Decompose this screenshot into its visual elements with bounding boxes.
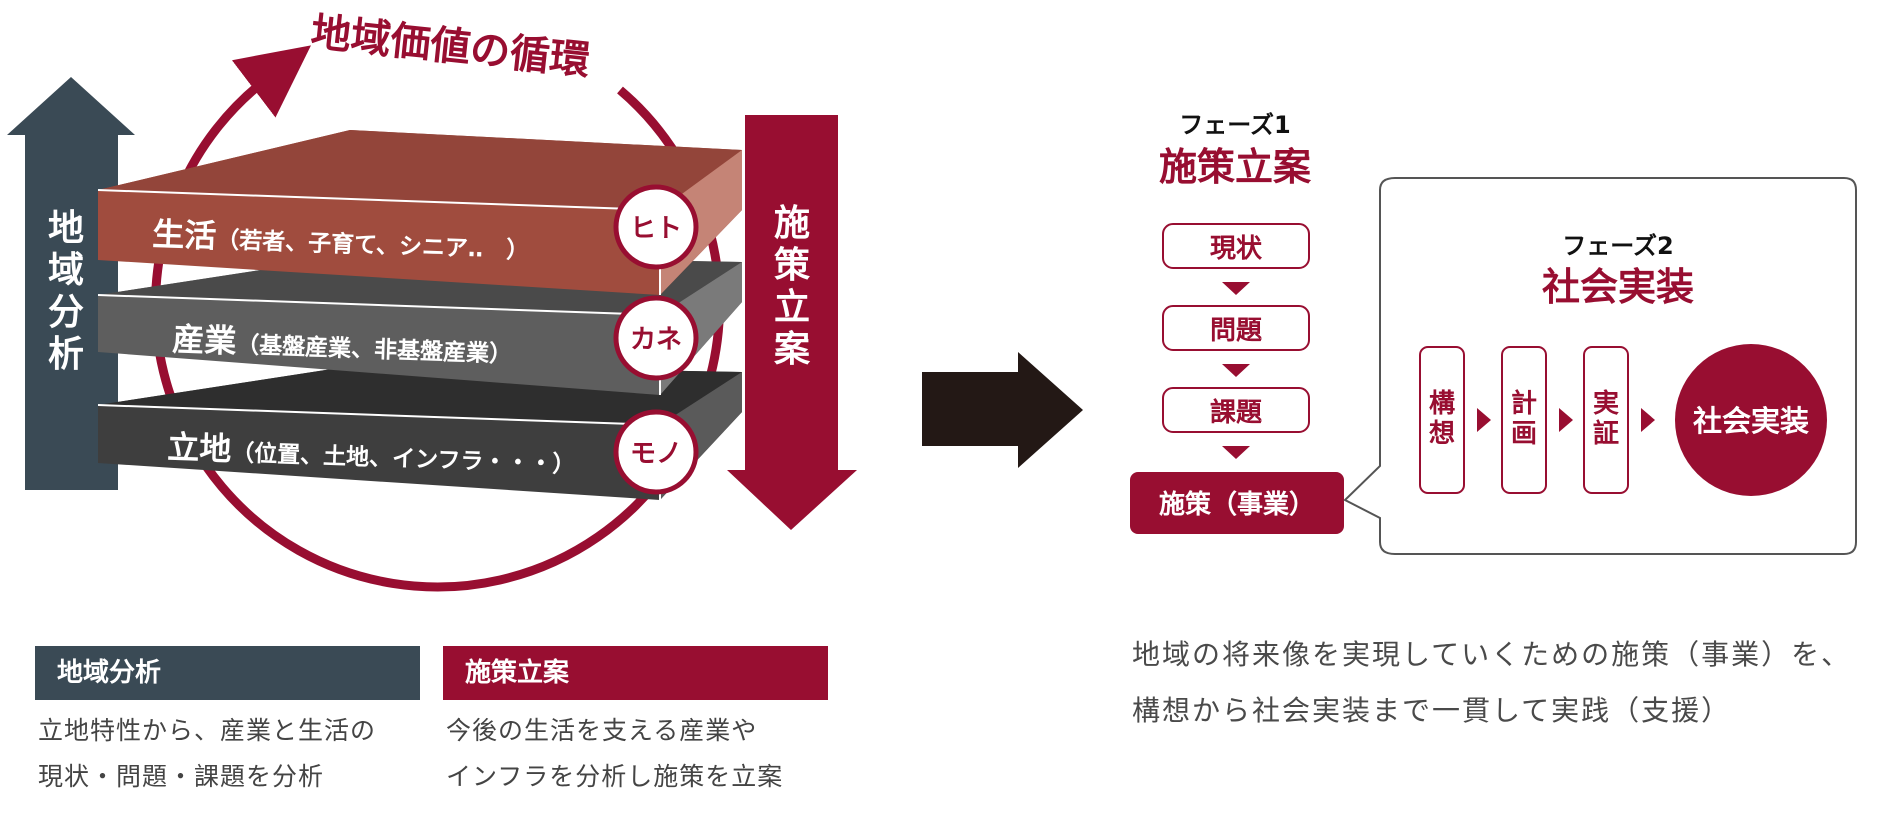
phase2-step-arrow-3 <box>1641 408 1655 432</box>
analysis-char-2: 域 <box>48 250 84 291</box>
phase2-step-box-3 <box>1583 346 1629 494</box>
summary-line2: 構想から社会実装まで一貫して実践（支援） <box>1132 694 1732 727</box>
phase2-step-1-b: 想 <box>1429 419 1455 449</box>
phase1-step-2: 問題 <box>1210 316 1263 346</box>
phase1-step-arrow-1 <box>1222 282 1250 295</box>
analysis-char-1: 地 <box>48 208 84 249</box>
planning-char-4: 案 <box>774 329 811 370</box>
phase2-step-box-2 <box>1501 346 1547 494</box>
phase1-final-box <box>1130 472 1344 534</box>
badge-kane-text: カネ <box>630 325 682 355</box>
summary-text: 地域の将来像を実現していくための施策（事業）を、 構想から社会実装まで一貫して実… <box>1132 627 1851 739</box>
phase2-goal-circle <box>1675 344 1827 496</box>
phase1-title: 施策立案 <box>1159 145 1312 189</box>
phase1-label: フェーズ1 <box>1179 111 1291 139</box>
phase1-step-box-3 <box>1162 387 1310 433</box>
phase1-final-step: 施策（事業） <box>1159 489 1315 520</box>
badge-kane: カネ <box>613 295 699 381</box>
analysis-arrow-label: 地 域 分 析 <box>48 208 84 375</box>
phase2-title: 社会実装 <box>1542 265 1694 309</box>
phase2-step-1-a: 構 <box>1429 389 1455 419</box>
legend-analysis-line2: 現状・問題・課題を分析 <box>38 762 325 791</box>
phase1-step-arrow-2 <box>1222 364 1250 377</box>
analysis-arrow <box>7 77 135 490</box>
analysis-char-3: 分 <box>48 292 84 333</box>
badge-mono-text: モノ <box>630 439 682 469</box>
phase2-step-3-a: 実 <box>1593 388 1619 419</box>
planning-char-2: 策 <box>774 245 810 286</box>
planning-arrow-label: 施 策 立 案 <box>774 203 811 370</box>
summary-line1: 地域の将来像を実現していくための施策（事業）を、 <box>1132 638 1852 671</box>
layer-location-main: 立地 <box>167 428 232 468</box>
legend-planning-line2: インフラを分析し施策を立案 <box>446 762 784 791</box>
phase2-label: フェーズ2 <box>1562 232 1674 260</box>
badge-hito-text: ヒト <box>630 214 682 244</box>
phase1-steps: 現状 問題 課題 施策（事業） <box>1130 223 1344 534</box>
cycle-title: 地域価値の循環 <box>309 10 592 85</box>
phase2-step-arrow-1 <box>1477 408 1491 432</box>
phase1-step-box-2 <box>1162 305 1310 351</box>
planning-arrow <box>727 115 857 530</box>
phase2-goal: 社会実装 <box>1693 404 1809 438</box>
legend-analysis-title: 地域分析 <box>35 646 420 700</box>
analysis-char-4: 析 <box>48 334 84 375</box>
layer-life-main: 生活 <box>152 215 217 255</box>
transition-arrow <box>922 352 1083 468</box>
phase1-step-1: 現状 <box>1210 234 1263 264</box>
planning-char-1: 施 <box>774 203 810 244</box>
cycle-arc-lower <box>151 86 724 592</box>
layer-industry-main: 産業 <box>172 320 237 360</box>
phase2-step-2-a: 計 <box>1511 388 1537 419</box>
phase2-step-box-1 <box>1419 346 1465 494</box>
legend-planning-line1: 今後の生活を支える産業や <box>446 716 758 745</box>
planning-char-3: 立 <box>774 287 810 328</box>
legend-planning-title: 施策立案 <box>443 646 828 700</box>
phase2-step-3-b: 証 <box>1593 418 1619 449</box>
legend-analysis-desc: 立地特性から、産業と生活の 現状・問題・課題を分析 <box>38 708 376 800</box>
badge-mono: モノ <box>613 409 699 495</box>
phase1-step-3: 課題 <box>1210 397 1263 428</box>
legend-planning-desc: 今後の生活を支える産業や インフラを分析し施策を立案 <box>446 708 783 800</box>
phase2-step-arrow-2 <box>1559 408 1573 432</box>
phase1-step-box-1 <box>1162 223 1310 269</box>
phase1-step-arrow-3 <box>1222 446 1250 459</box>
phase2-step-2-b: 画 <box>1511 419 1537 449</box>
phase2-steps: 構 想 計 画 実 証 社会実装 <box>1419 344 1827 496</box>
legend-analysis-line1: 立地特性から、産業と生活の <box>38 716 377 745</box>
badge-hito: ヒト <box>613 184 699 270</box>
